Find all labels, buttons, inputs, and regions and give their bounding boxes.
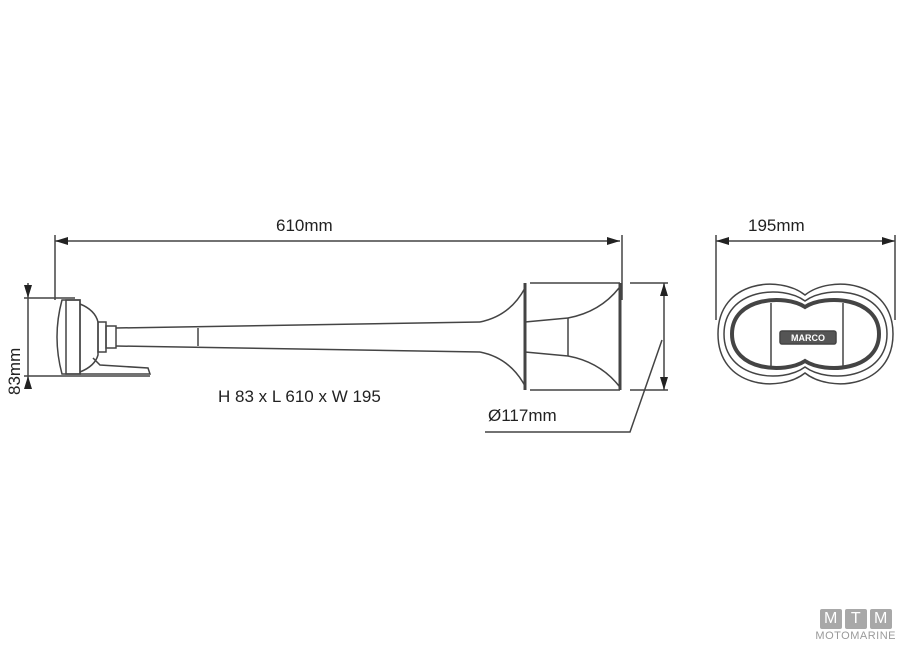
watermark-letter: T [844, 609, 867, 629]
watermark-letter: M [819, 609, 842, 629]
width-label: 195mm [748, 216, 805, 235]
diameter-label: Ø117mm [488, 406, 557, 425]
watermark-letter: M [869, 609, 892, 629]
height-label: 83mm [5, 347, 24, 395]
horn-diaphragm [56, 299, 81, 375]
watermark-brand: MOTOMARINE [815, 630, 896, 642]
logo-plate [779, 330, 837, 345]
watermark: M T M MOTOMARINE [815, 609, 896, 642]
length-label: 610mm [276, 216, 333, 235]
summary-label: H 83 x L 610 x W 195 [218, 387, 381, 406]
svg-text:MARCO: MARCO [791, 333, 825, 343]
front-view-outline [717, 283, 894, 385]
